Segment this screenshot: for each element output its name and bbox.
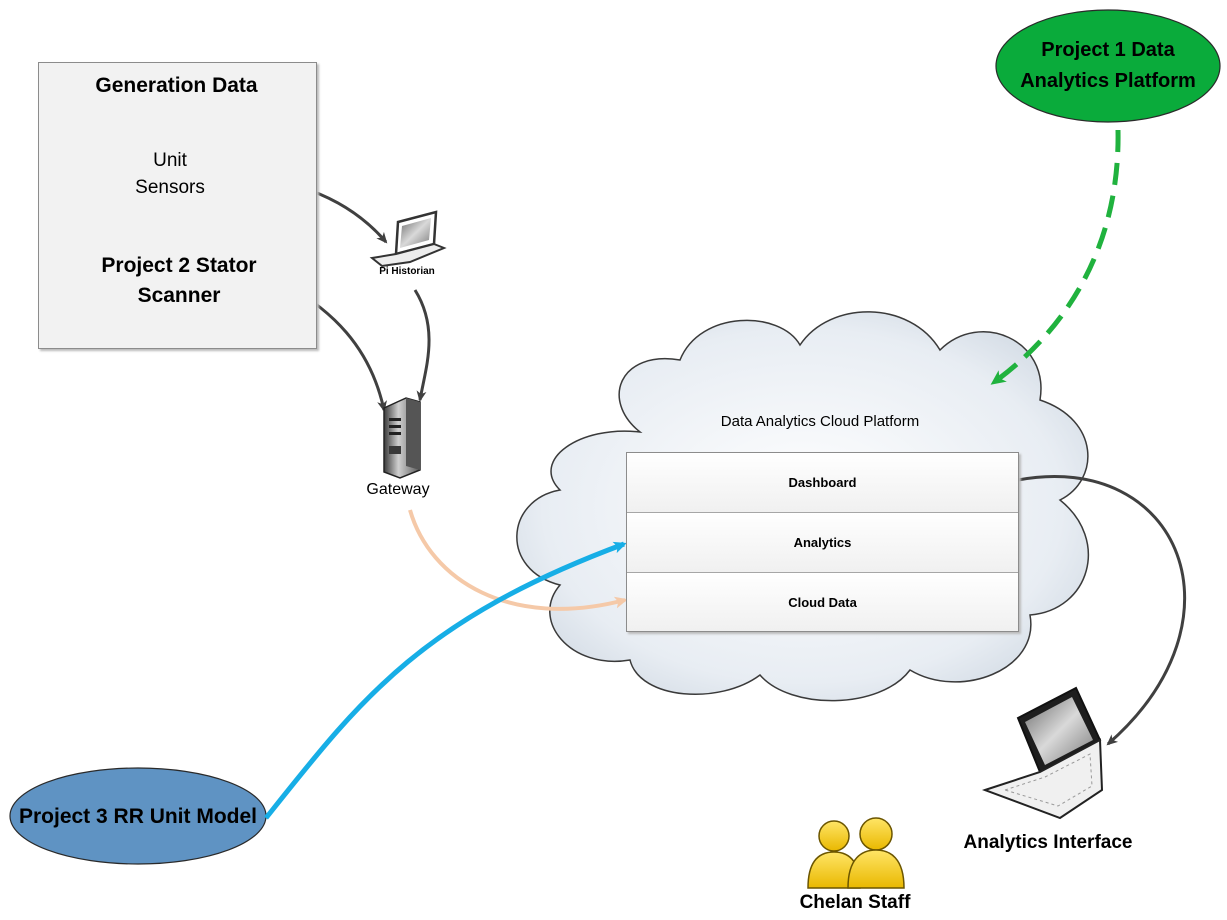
- layer-dashboard: Dashboard: [627, 453, 1018, 513]
- gateway-label: Gateway: [366, 481, 430, 498]
- server-icon: [383, 397, 421, 479]
- project1-label: Project 1 Data Analytics Platform: [1020, 39, 1196, 92]
- project1-ellipse: [995, 9, 1221, 123]
- project1-to-cloud-arrow: [990, 129, 1121, 386]
- project3-label: Project 3 RR Unit Model: [18, 804, 258, 828]
- generation-data-box: [38, 62, 317, 349]
- laptop-icon: [981, 686, 1104, 820]
- generation-data-title: Generation Data: [95, 74, 258, 97]
- cloud-title: Data Analytics Cloud Platform: [720, 413, 920, 430]
- layer-cloud-data: Cloud Data: [627, 573, 1018, 631]
- project3-to-cloud-arrow: [264, 541, 627, 820]
- gateway-to-cloud-arrow: [408, 509, 628, 611]
- analytics-interface-label: Analytics Interface: [963, 832, 1133, 853]
- chelan-staff-label: Chelan Staff: [799, 892, 911, 913]
- layer-analytics: Analytics: [627, 513, 1018, 573]
- laptop-icon: [369, 210, 447, 268]
- pi-historian-label: Pi Historian: [379, 266, 435, 277]
- platform-stack: Dashboard Analytics Cloud Data: [626, 452, 1019, 632]
- historian-to-gateway-arrow: [413, 289, 431, 402]
- users-icon: [807, 817, 905, 889]
- unit-sensors-label: Unit Sensors: [135, 150, 205, 198]
- project2-label: Project 2 Stator Scanner: [101, 254, 257, 307]
- dashboard-to-interface-arrow: [1017, 475, 1187, 746]
